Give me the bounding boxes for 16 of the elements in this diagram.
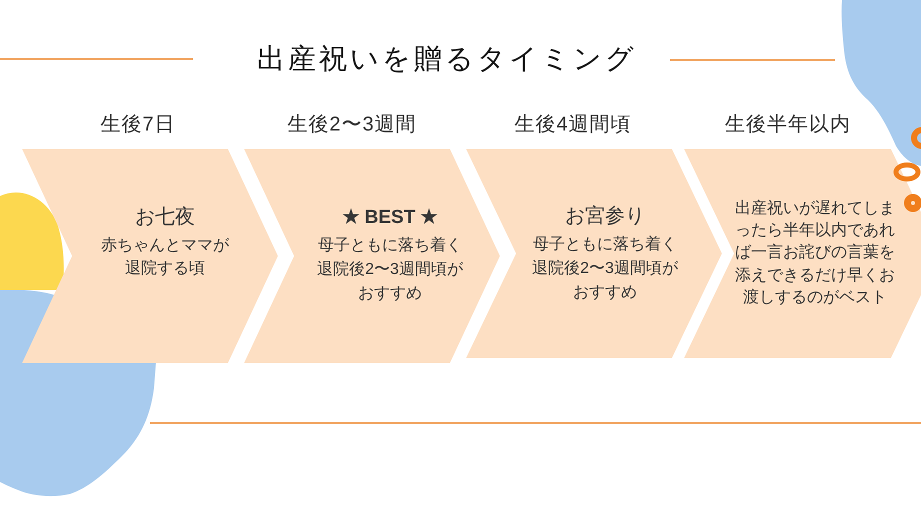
step-description: 赤ちゃんとママが退院する頃 [100,236,230,279]
chevron-shape [22,149,278,363]
chevron-shape [244,149,500,363]
step-description: 出産祝いが遅れてしまったら半年以内であれば一言お詫びの言葉を添えできるだけ早くお渡しするのがベスト [734,198,896,308]
step-title: ★ BEST ★ [342,206,438,230]
diagram-title: 出産祝いを贈るタイミング [257,42,637,76]
step-description: 母子ともに落ち着く退院後2〜3週間頃がおすすめ [531,234,680,302]
period-label: 生後4週間頃 [514,112,632,138]
step-description: 母子ともに落ち着く退院後2〜3週間頃がおすすめ [316,236,464,304]
chevron-shape [466,149,722,358]
step-title: お七夜 [135,204,195,230]
period-label: 生後半年以内 [725,112,851,138]
chevron-shape [684,149,921,358]
period-label: 生後7日 [100,112,176,138]
period-label: 生後2〜3週間 [287,112,417,138]
step-title: お宮参り [565,204,645,228]
